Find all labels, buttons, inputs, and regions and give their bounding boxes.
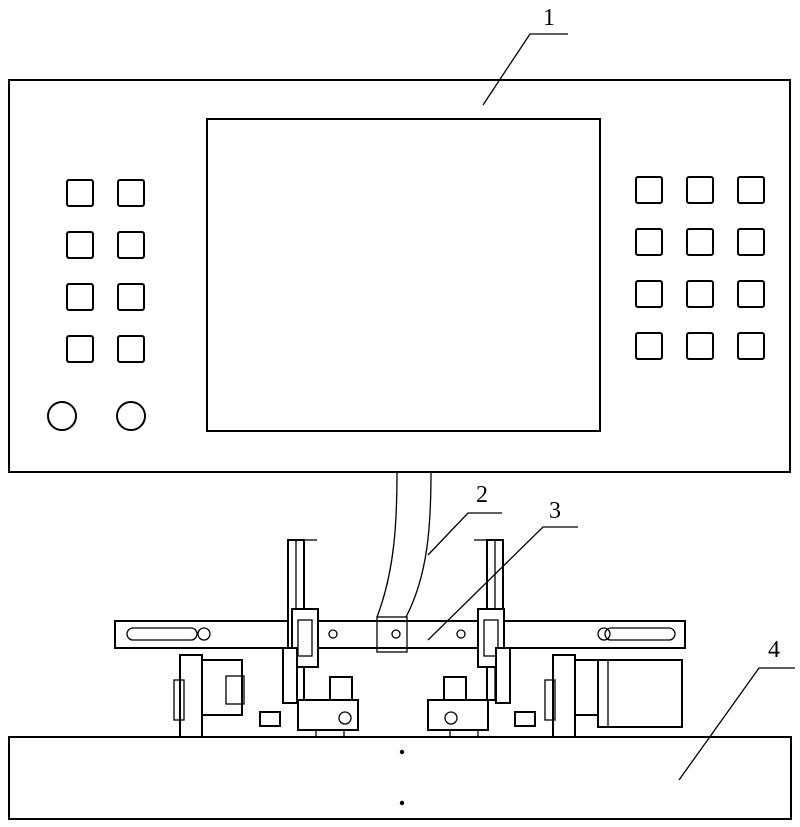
left-crank-body (297, 699, 359, 731)
bar-hole (456, 629, 466, 639)
panel-button-right (686, 280, 714, 308)
display-screen (206, 118, 601, 432)
label-4: 4 (768, 637, 780, 663)
panel-button-left (117, 179, 145, 207)
knob (47, 401, 77, 431)
mechanism (114, 539, 686, 738)
control-panel (8, 79, 791, 473)
panel-button-right (635, 332, 663, 360)
right-button-grid (635, 176, 765, 360)
base (8, 736, 792, 820)
rail-pin-left (197, 627, 211, 641)
panel-button-right (635, 228, 663, 256)
base-mark-top (399, 749, 405, 755)
panel-button-right (635, 280, 663, 308)
panel-button-right (737, 176, 765, 204)
motor-box (597, 659, 683, 728)
panel-button-left (117, 283, 145, 311)
leader-lines (427, 33, 795, 781)
label-3: 3 (549, 498, 561, 524)
panel-button-left (66, 231, 94, 259)
knob (116, 401, 146, 431)
panel-button-left (66, 283, 94, 311)
left-button-grid (66, 179, 145, 363)
central-clamp (376, 616, 408, 653)
label-1: 1 (543, 5, 555, 31)
panel-button-right (686, 332, 714, 360)
rail-slot-right (604, 627, 676, 641)
panel-button-right (737, 228, 765, 256)
panel-button-left (66, 335, 94, 363)
right-support-plate (552, 654, 576, 738)
knob-group (47, 401, 146, 431)
panel-button-right (635, 176, 663, 204)
panel-housing (8, 79, 791, 473)
bar-hole (328, 629, 338, 639)
rail-pin-right (597, 627, 611, 641)
panel-button-right (686, 176, 714, 204)
rail-slot-left (126, 627, 198, 641)
label-2: 2 (476, 482, 488, 508)
cable (376, 471, 432, 618)
panel-button-right (737, 280, 765, 308)
right-crank-body (427, 699, 489, 731)
panel-button-left (117, 335, 145, 363)
panel-button-left (117, 231, 145, 259)
left-support-plate (179, 654, 203, 738)
bar-hole (391, 629, 401, 639)
base-plate (8, 736, 792, 820)
panel-button-right (737, 332, 765, 360)
left-support-block (201, 659, 243, 716)
panel-button-left (66, 179, 94, 207)
panel-button-right (686, 228, 714, 256)
base-mark-bottom (399, 800, 405, 806)
